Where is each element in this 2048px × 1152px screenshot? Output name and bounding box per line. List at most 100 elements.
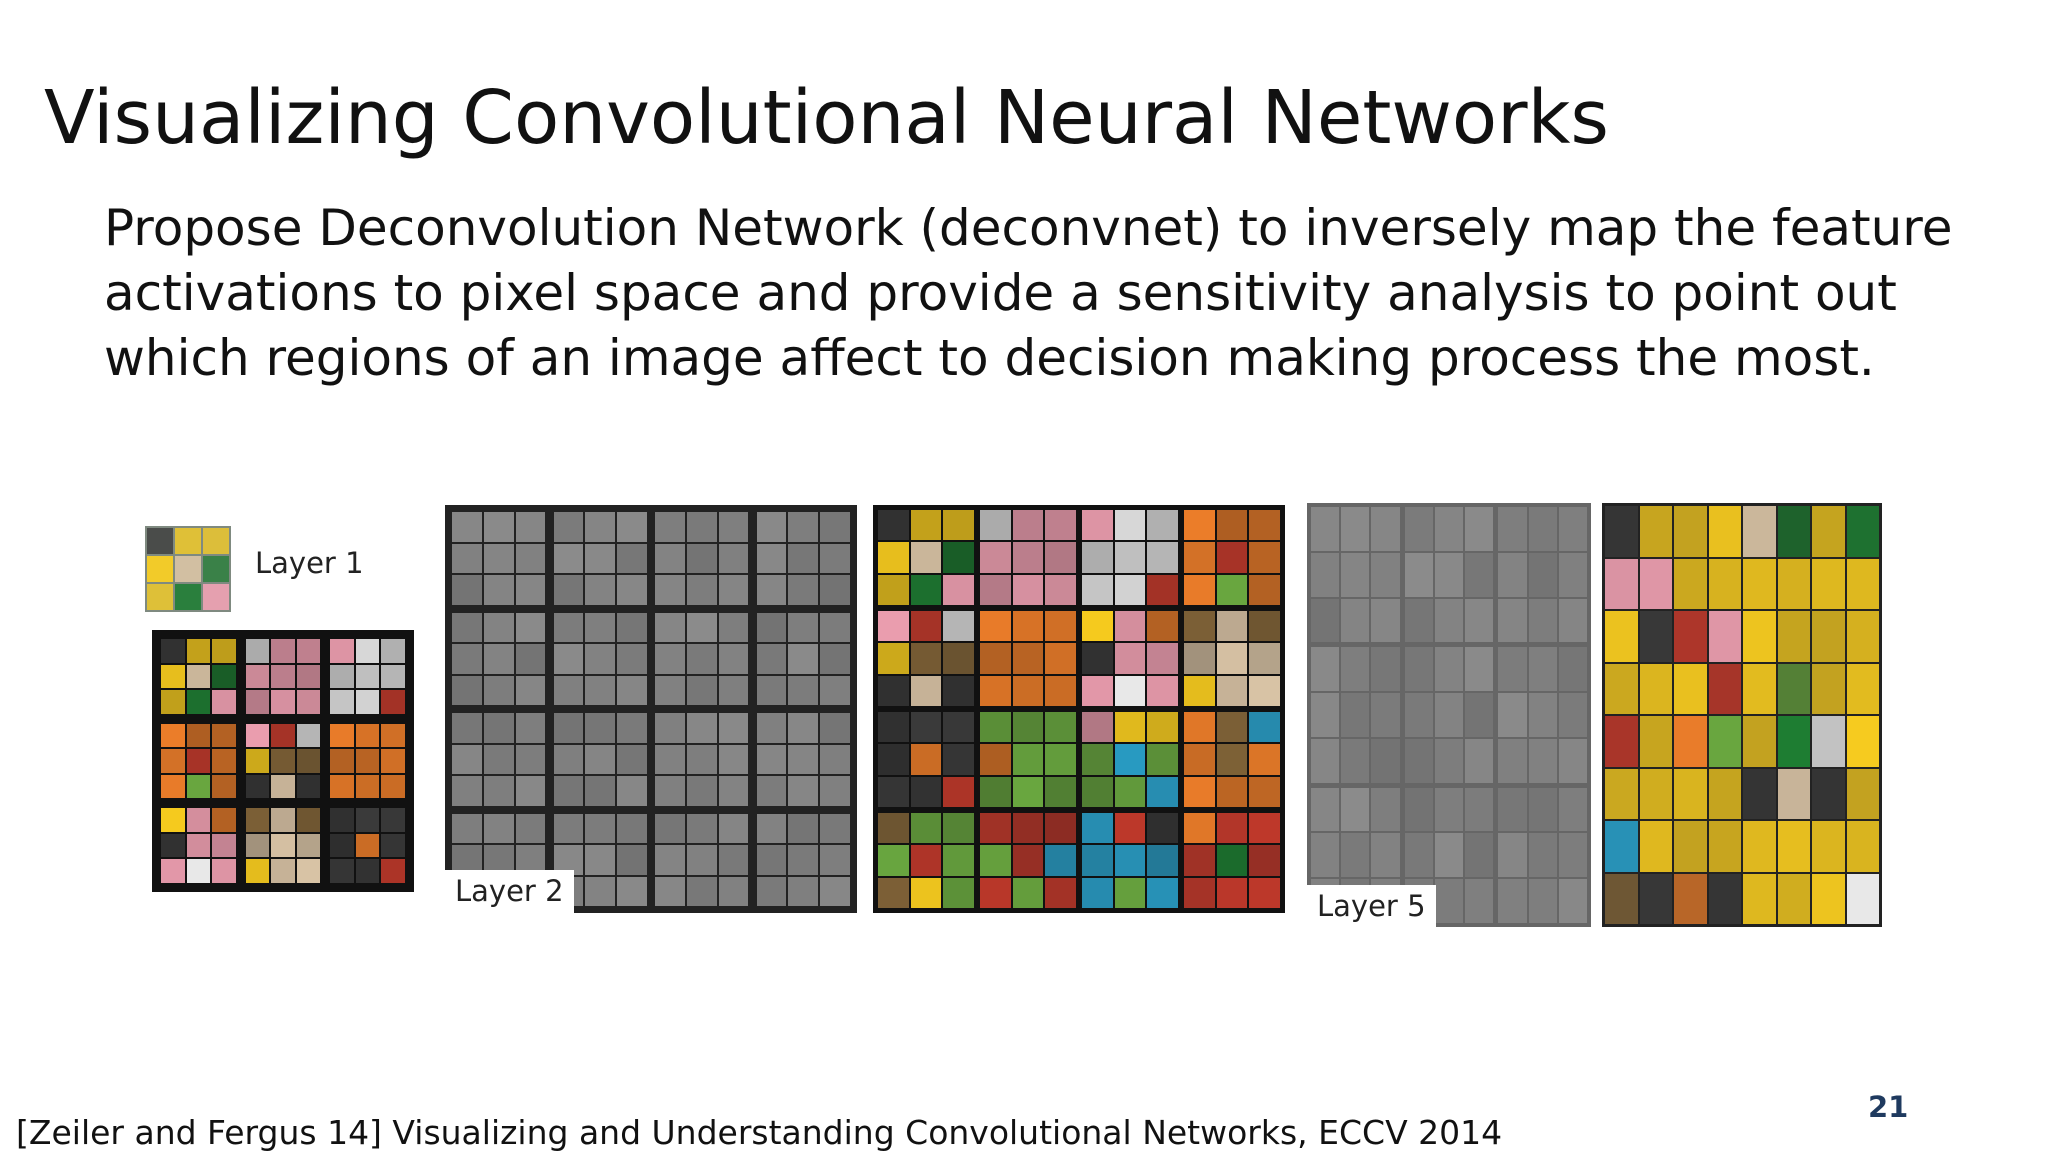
figure-tile (943, 574, 974, 605)
figure-tile (718, 512, 749, 542)
figure-tile (515, 543, 546, 573)
figure-tile (1371, 833, 1400, 878)
figure-tile (910, 542, 942, 573)
figure-tile (617, 876, 647, 906)
figure-tile (1674, 768, 1707, 819)
figure-tile (1777, 611, 1810, 662)
figure-tile (1371, 693, 1400, 737)
figure-tile (788, 876, 819, 906)
figure-tile (1216, 776, 1248, 807)
figure-tile (452, 675, 482, 705)
figure-tile (1743, 873, 1776, 924)
layer2-patches-image (873, 505, 1285, 913)
figure-tile (820, 543, 850, 573)
figure-tile (203, 584, 229, 610)
figure-tile (1846, 873, 1879, 924)
figure-tile (330, 690, 354, 714)
figure-tile (296, 774, 321, 799)
figure-tile (452, 744, 482, 774)
figure-tile (910, 744, 942, 775)
figure-tile (1434, 738, 1464, 783)
figure-tile (585, 713, 616, 743)
figure-tile (1434, 693, 1464, 737)
figure-tile (161, 808, 185, 832)
figure-tile (617, 713, 647, 743)
figure-tile (1812, 506, 1845, 557)
figure-tile (943, 845, 974, 876)
figure-tile (452, 845, 482, 875)
figure-tile (718, 713, 749, 743)
figure-tile (1012, 776, 1044, 807)
figure-tile (1114, 877, 1146, 908)
figure-tile (1465, 552, 1494, 597)
figure-tile (585, 644, 616, 674)
figure-tile (161, 774, 185, 799)
figure-tile (515, 713, 546, 743)
figure-tile (212, 749, 236, 773)
figure-tile (1498, 879, 1527, 923)
figure-tile (943, 542, 974, 573)
figure-tile (788, 612, 819, 642)
figure-tile (756, 813, 787, 843)
figure-tile (1045, 813, 1076, 844)
figure-tile (1404, 598, 1433, 643)
figure-tile (585, 675, 616, 705)
figure-tile (1249, 845, 1280, 876)
figure-tile (483, 512, 514, 542)
figure-tile (330, 808, 354, 832)
figure-tile (686, 776, 717, 806)
figure-tile (381, 690, 405, 714)
figure-tile (1465, 833, 1494, 878)
figure-tile (1311, 833, 1340, 878)
figure-tile (1777, 663, 1810, 714)
figure-tile (910, 510, 942, 541)
figure-tile (980, 813, 1011, 844)
figure-tile (1498, 787, 1527, 832)
figure-tile (1558, 738, 1587, 783)
figure-tile (756, 845, 787, 875)
figure-tile (1147, 813, 1178, 844)
figure-tile (1674, 821, 1707, 872)
figure-tile (1249, 574, 1280, 605)
figure-tile (1045, 611, 1076, 642)
figure-tile (820, 876, 850, 906)
figure-tile (515, 575, 546, 605)
figure-tile (296, 749, 321, 773)
figure-tile (355, 749, 380, 773)
figure-tile (245, 859, 270, 883)
figure-tile (1114, 744, 1146, 775)
figure-tile (553, 845, 584, 875)
figure-tile (617, 744, 647, 774)
figure-tile (585, 876, 616, 906)
figure-tile (1465, 507, 1494, 551)
figure-tile (483, 744, 514, 774)
figure-tile (1371, 507, 1400, 551)
figure-tile (980, 510, 1011, 541)
figure-tile (1147, 675, 1178, 706)
figure-tile (1249, 744, 1280, 775)
figure-tile (147, 584, 173, 610)
figure-tile (980, 776, 1011, 807)
figure-tile (203, 528, 229, 554)
figure-tile (452, 644, 482, 674)
figure-tile (271, 833, 295, 858)
figure-tile (1605, 716, 1638, 767)
figure-tile (788, 713, 819, 743)
figure-tile (1743, 663, 1776, 714)
figure-tile (585, 744, 616, 774)
figure-tile (878, 712, 909, 743)
figure-tile (355, 859, 380, 883)
figure-tile (1184, 712, 1215, 743)
figure-tile (1528, 552, 1557, 597)
figure-tile (1404, 507, 1433, 551)
figure-tile (1082, 845, 1113, 876)
figure-tile (553, 612, 584, 642)
figure-tile (1743, 821, 1776, 872)
figure-tile (355, 808, 380, 832)
figure-tile (820, 612, 850, 642)
figure-tile (585, 575, 616, 605)
figure-tile (381, 639, 405, 663)
figure-tile (1743, 558, 1776, 609)
figure-tile (1082, 611, 1113, 642)
figure-tile (355, 723, 380, 748)
